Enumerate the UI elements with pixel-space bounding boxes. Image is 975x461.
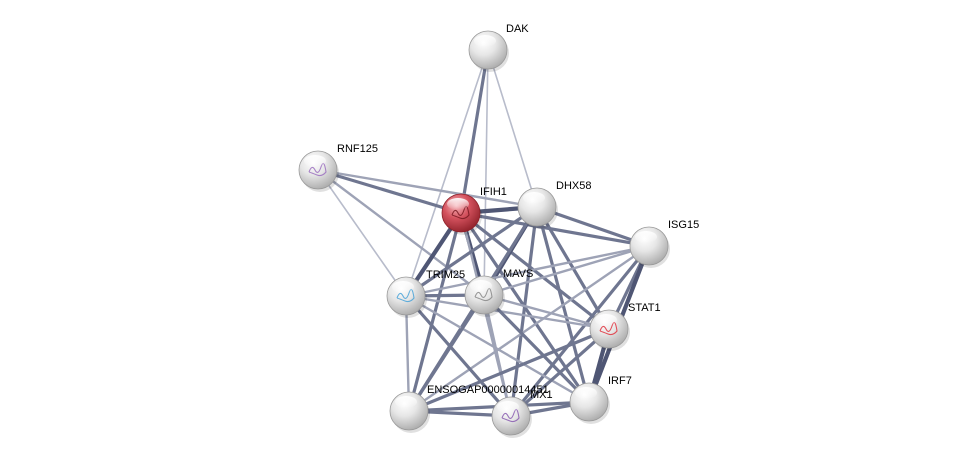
edge-rnf125-ifih1 [316, 168, 463, 215]
node-label: STAT1 [628, 302, 661, 314]
node-gloss [497, 401, 519, 413]
node-isg15[interactable]: ISG15 [629, 219, 699, 268]
node-gloss [575, 387, 597, 399]
edge-dak-trim25 [405, 49, 489, 297]
edge-trim25-mx1 [404, 294, 513, 418]
node-label: MX1 [530, 389, 553, 401]
node-gloss [392, 281, 414, 293]
node-label: ENSOGAP00000014451 [427, 384, 549, 396]
edge-mavs-ensogap00000014451 [407, 293, 486, 413]
edge-stat1-ensogap00000014451 [407, 327, 611, 413]
node-label: IRF7 [608, 375, 632, 387]
edge-dhx58-trim25 [404, 205, 539, 298]
node-dhx58[interactable]: DHX58 [517, 180, 591, 229]
node-gloss [470, 280, 492, 292]
node-stat1[interactable]: STAT1 [589, 302, 661, 351]
node-label: RNF125 [337, 143, 378, 155]
node-gloss [447, 198, 469, 210]
node-mavs[interactable]: MAVS [464, 268, 533, 317]
edge-dak-mavs [483, 49, 489, 296]
node-mx1[interactable]: MX1 [491, 389, 553, 438]
node-label: TRIM25 [426, 269, 465, 281]
node-gloss [523, 192, 545, 204]
node-gloss [474, 35, 496, 47]
node-label: DHX58 [556, 180, 591, 192]
edge-mavs-mx1 [482, 293, 513, 418]
edge-isg15-mavs [482, 244, 651, 297]
edge-rnf125-dhx58 [316, 168, 539, 209]
node-rnf125[interactable]: RNF125 [298, 143, 378, 192]
edge-dak-dhx58 [487, 49, 538, 208]
edges-layer [316, 48, 652, 418]
edge-ifih1-isg15 [459, 211, 651, 248]
node-gloss [395, 396, 417, 408]
node-ifih1[interactable]: IFIH1 [441, 186, 507, 235]
edge-stat1-mx1 [509, 327, 611, 418]
edge-isg15-ensogap00000014451 [407, 244, 651, 413]
node-label: ISG15 [668, 219, 699, 231]
edge-ifih1-stat1 [459, 211, 611, 331]
edge-mavs-stat1 [482, 293, 611, 331]
edge-dak-ifih1 [459, 48, 490, 215]
node-label: DAK [506, 23, 529, 35]
node-gloss [635, 231, 657, 243]
edge-mavs-irf7 [482, 293, 591, 404]
node-trim25[interactable]: TRIM25 [386, 269, 465, 318]
node-ensogap00000014451[interactable]: ENSOGAP00000014451 [389, 384, 549, 433]
edge-dhx58-mx1 [509, 205, 539, 418]
edge-trim25-stat1 [404, 294, 611, 331]
node-gloss [304, 155, 326, 167]
edge-isg15-mx1 [509, 244, 651, 418]
node-gloss [595, 314, 617, 326]
edge-rnf125-mavs [316, 168, 486, 297]
node-dak[interactable]: DAK [468, 23, 529, 72]
node-irf7[interactable]: IRF7 [569, 375, 632, 424]
edge-rnf125-trim25 [317, 169, 407, 297]
edge-dhx58-isg15 [535, 205, 651, 248]
edge-isg15-trim25 [404, 244, 651, 298]
edge-trim25-irf7 [404, 294, 591, 404]
node-label: MAVS [503, 268, 533, 280]
node-label: IFIH1 [480, 186, 507, 198]
